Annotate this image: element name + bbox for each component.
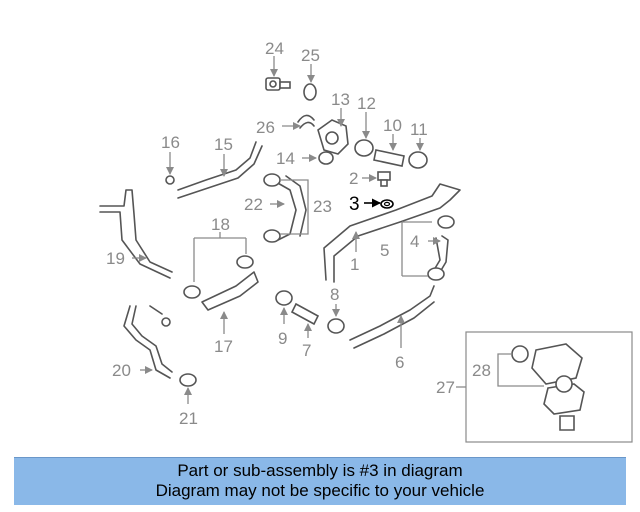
callout-10: 10 (383, 116, 402, 135)
callout-20: 20 (112, 361, 131, 380)
part-5-clamp-top (437, 215, 455, 229)
callout-12: 12 (357, 94, 376, 113)
callout-17: 17 (214, 337, 233, 356)
part-19-pipe (99, 189, 173, 279)
callout-14: 14 (276, 149, 295, 168)
callout-24: 24 (265, 39, 284, 58)
callout-6: 6 (395, 353, 404, 372)
part-4-hose (433, 235, 449, 273)
callout-15: 15 (214, 135, 233, 154)
callout-5: 5 (380, 241, 389, 260)
part-18-clamp-right (236, 255, 254, 269)
part-1-pipe (323, 183, 461, 283)
callout-7: 7 (302, 341, 311, 360)
callout-27: 27 (436, 378, 455, 397)
part-16-plug (165, 175, 175, 185)
callout-23: 23 (313, 197, 332, 216)
callout-26: 26 (256, 118, 275, 137)
part-12-clamp (354, 139, 374, 157)
part-20-fitting (161, 317, 171, 327)
part-17-hose (201, 271, 259, 311)
callout-2: 2 (349, 169, 358, 188)
part-15-pipe (177, 141, 263, 199)
part-9-clamp (275, 290, 293, 306)
banner-line-1: Part or sub-assembly is #3 in diagram (177, 461, 463, 480)
callout-18: 18 (211, 215, 230, 234)
callout-25: 25 (301, 46, 320, 65)
part-11-clamp (408, 151, 428, 169)
part-21-clamp (179, 373, 197, 387)
callout-13: 13 (331, 90, 350, 109)
part-18-clamp-left (183, 285, 201, 299)
callout-21: 21 (179, 409, 198, 428)
part-20-pipe (123, 305, 173, 379)
callout-9: 9 (278, 329, 287, 348)
callout-16: 16 (161, 133, 180, 152)
part-5-clamp-bottom (427, 267, 445, 281)
part-7-fitting (290, 302, 320, 326)
part-14-gasket (318, 151, 334, 165)
callout-8: 8 (330, 285, 339, 304)
part-25-o-ring (303, 83, 317, 101)
part-24-sensor (265, 77, 291, 91)
callout-22: 22 (244, 195, 263, 214)
parts-diagram: 24 25 26 13 12 10 11 14 15 16 2 3 1 22 2… (99, 39, 633, 443)
part-10-hose (373, 149, 405, 167)
callout-28: 28 (472, 361, 491, 380)
part-26-clip (297, 114, 315, 129)
part-22-23-hose (263, 173, 307, 243)
inset-box-27 (465, 331, 633, 443)
callout-4: 4 (410, 232, 419, 251)
part-6-pipe (349, 285, 435, 349)
callout-3: 3 (349, 194, 360, 215)
callout-1: 1 (350, 255, 359, 274)
callout-19: 19 (106, 249, 125, 268)
info-banner: Part or sub-assembly is #3 in diagram Di… (14, 457, 626, 505)
callout-11: 11 (410, 120, 428, 139)
part-2-bolt (377, 171, 391, 187)
part-13-housing (317, 119, 349, 155)
part-8-clamp (327, 318, 345, 334)
part-3-seal (380, 199, 394, 209)
banner-line-2: Diagram may not be specific to your vehi… (155, 481, 485, 500)
